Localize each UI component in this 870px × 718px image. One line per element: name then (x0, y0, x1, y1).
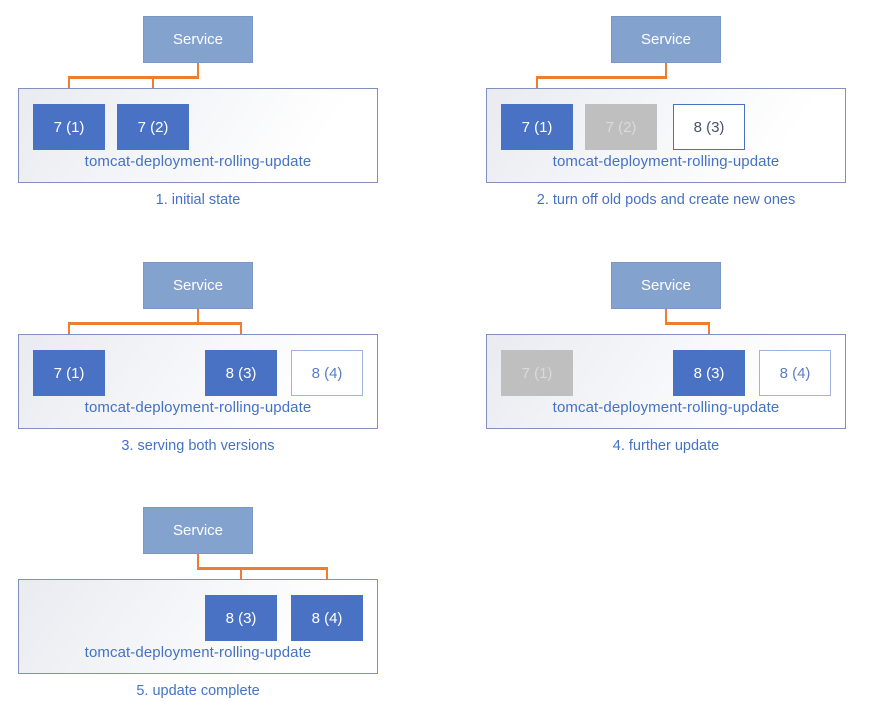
panel-step-1: Service 7 (1) 7 (2) tomcat-deployment-rolli… (0, 0, 402, 218)
arrow-line (239, 567, 243, 587)
deployment-name-label: tomcat-deployment-rolling-update (552, 153, 780, 170)
arrow-line (535, 76, 668, 79)
arrow-line (67, 322, 71, 342)
arrow-line (196, 309, 200, 325)
arrow-line (707, 322, 711, 342)
arrow-line (664, 63, 668, 79)
service-box: Service (611, 262, 721, 309)
pod-8-3: 8 (3) (673, 104, 745, 150)
arrow-line (67, 76, 71, 96)
panel-step-5: Service 8 (3) 8 (4) tomcat-deployment-rolli… (0, 491, 402, 709)
step-caption: 3. serving both versions (121, 438, 275, 454)
step-caption: 1. initial state (155, 192, 241, 208)
deployment-name-label: tomcat-deployment-rolling-update (84, 399, 312, 416)
pod-8-3: 8 (3) (673, 350, 745, 396)
arrow-line (535, 76, 539, 96)
arrow-line (664, 322, 711, 325)
service-box: Service (143, 507, 253, 554)
service-box: Service (611, 16, 721, 63)
pod-7-1: 7 (1) (33, 350, 105, 396)
pod-7-2: 7 (2) (585, 104, 657, 150)
deployment-box (486, 88, 846, 183)
arrow-line (67, 322, 243, 325)
pod-8-3: 8 (3) (205, 595, 277, 641)
pod-8-3: 8 (3) (205, 350, 277, 396)
pod-8-4: 8 (4) (291, 350, 363, 396)
service-box: Service (143, 16, 253, 63)
pod-7-1: 7 (1) (501, 104, 573, 150)
deployment-name-label: tomcat-deployment-rolling-update (84, 153, 312, 170)
deployment-name-label: tomcat-deployment-rolling-update (552, 399, 780, 416)
arrow-line (196, 63, 200, 79)
deployment-name-label: tomcat-deployment-rolling-update (84, 644, 312, 661)
pod-7-1: 7 (1) (33, 104, 105, 150)
panel-step-3: Service 7 (1) 8 (3) 8 (4) tomcat-deployment-… (0, 246, 402, 464)
arrow-line (67, 76, 200, 79)
pod-8-4: 8 (4) (759, 350, 831, 396)
step-caption: 5. update complete (136, 683, 260, 699)
panel-step-4: Service 7 (1) 8 (3) 8 (4) tomcat-deployment-… (468, 246, 870, 464)
step-caption: 2. turn off old pods and create new ones (536, 192, 796, 208)
pod-7-1: 7 (1) (501, 350, 573, 396)
service-box: Service (143, 262, 253, 309)
pod-8-4: 8 (4) (291, 595, 363, 641)
arrow-line (325, 567, 329, 587)
arrow-line (239, 322, 243, 342)
step-caption: 4. further update (612, 438, 720, 454)
arrow-line (664, 309, 668, 325)
panel-step-2: Service 7 (1) 7 (2) 8 (3) tomcat-deployment-… (468, 0, 870, 218)
arrow-line (196, 567, 329, 570)
arrow-line (196, 554, 200, 570)
pod-7-2: 7 (2) (117, 104, 189, 150)
arrow-line (151, 76, 155, 96)
